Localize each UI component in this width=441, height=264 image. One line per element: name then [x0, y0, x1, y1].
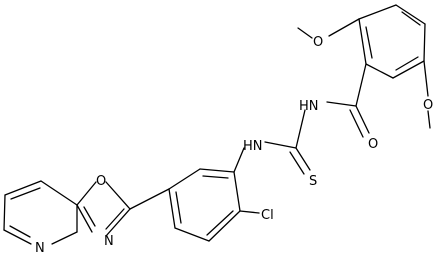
bond — [297, 27, 313, 39]
bond — [199, 168, 235, 173]
bond — [40, 180, 78, 206]
chlorophenyl-ring — [168, 168, 241, 242]
bond — [355, 105, 370, 134]
bond — [175, 191, 182, 224]
bond — [168, 188, 176, 229]
atom-label-oxazole-o: O — [96, 174, 106, 189]
bond — [233, 147, 245, 173]
bond — [51, 231, 78, 245]
bond — [328, 18, 360, 37]
bond — [129, 188, 170, 210]
bond — [395, 56, 419, 71]
bond — [423, 23, 426, 62]
bond — [395, 4, 426, 25]
bond — [365, 63, 394, 79]
bond — [349, 109, 364, 138]
bond — [295, 147, 311, 171]
pyridine-ring — [3, 180, 78, 245]
bond — [76, 204, 93, 233]
atom-label-pyridine-n: N — [35, 241, 45, 256]
bond — [10, 187, 41, 200]
atom-label-amide-nh: HN — [299, 99, 319, 114]
dimethoxyphenyl-ring — [358, 4, 426, 79]
bond — [206, 210, 234, 236]
bond — [423, 60, 429, 97]
atom-label-carbonyl-o: O — [368, 137, 378, 152]
bond — [4, 180, 42, 196]
bond — [392, 60, 425, 79]
bond — [202, 175, 229, 179]
bond — [3, 229, 32, 245]
atom-label-methoxy-o-top: O — [313, 35, 323, 50]
atom-label-oxazole-n: N — [104, 234, 114, 249]
bond — [174, 227, 210, 242]
bond — [83, 206, 96, 227]
bond — [105, 181, 131, 210]
bond — [358, 18, 367, 65]
bond — [358, 4, 397, 20]
bond — [326, 101, 357, 107]
bond — [365, 26, 373, 59]
atom-label-methoxy-o-bottom: O — [423, 98, 433, 113]
bond — [168, 168, 201, 190]
bond — [239, 210, 260, 214]
atom-label-thione-s: S — [309, 174, 317, 189]
bond — [355, 63, 367, 107]
bond — [3, 194, 6, 231]
bond — [264, 141, 297, 149]
oxazole-ring — [76, 181, 131, 237]
atom-label-chloro: Cl — [261, 208, 274, 223]
bond — [208, 210, 241, 242]
bond — [427, 110, 431, 129]
bond — [76, 181, 97, 206]
bond — [9, 225, 31, 238]
bond — [233, 171, 241, 212]
bond — [295, 109, 306, 149]
bond — [105, 208, 125, 230]
bond — [401, 11, 421, 26]
bond — [289, 151, 305, 175]
bond — [105, 208, 131, 237]
atom-label-thiourea-nh: HN — [243, 139, 263, 154]
